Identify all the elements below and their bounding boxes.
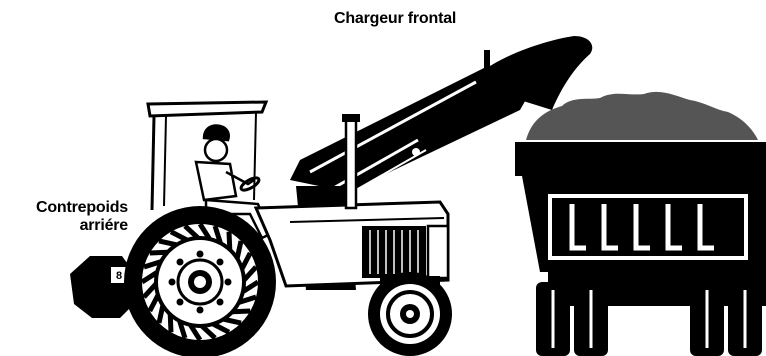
canopy-roof (148, 102, 266, 116)
soil-heap (526, 92, 758, 140)
trailer-rim (515, 142, 766, 176)
svg-text:8: 8 (116, 270, 122, 282)
rear-wheel (124, 206, 276, 356)
front-wheel (368, 272, 452, 356)
rear-counterweight-label-line2: arriére (10, 217, 128, 235)
front-loader-label: Chargeur frontal (334, 10, 456, 28)
trailer (515, 92, 766, 356)
rear-counterweight-label-line1: Contrepoids (10, 199, 128, 217)
rear-counterweight-label: Contrepoids arriére (10, 199, 128, 235)
exhaust-pipe (346, 116, 356, 208)
loader-arm (290, 66, 528, 192)
